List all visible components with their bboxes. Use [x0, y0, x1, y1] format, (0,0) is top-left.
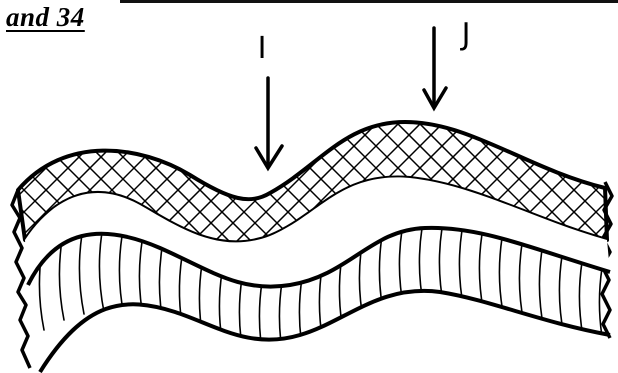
marker-j-arrow — [422, 26, 448, 112]
marker-i-label: I — [258, 31, 267, 66]
marker-j: J — [422, 17, 471, 112]
marker-j-label: J — [460, 17, 471, 52]
marker-i-arrow — [254, 76, 284, 172]
left-broken-edge — [10, 189, 32, 369]
top-border-rule — [120, 0, 618, 3]
plain-middle-layer — [25, 177, 610, 287]
marker-i: I — [254, 31, 284, 172]
question-heading: and 34 — [6, 2, 85, 32]
